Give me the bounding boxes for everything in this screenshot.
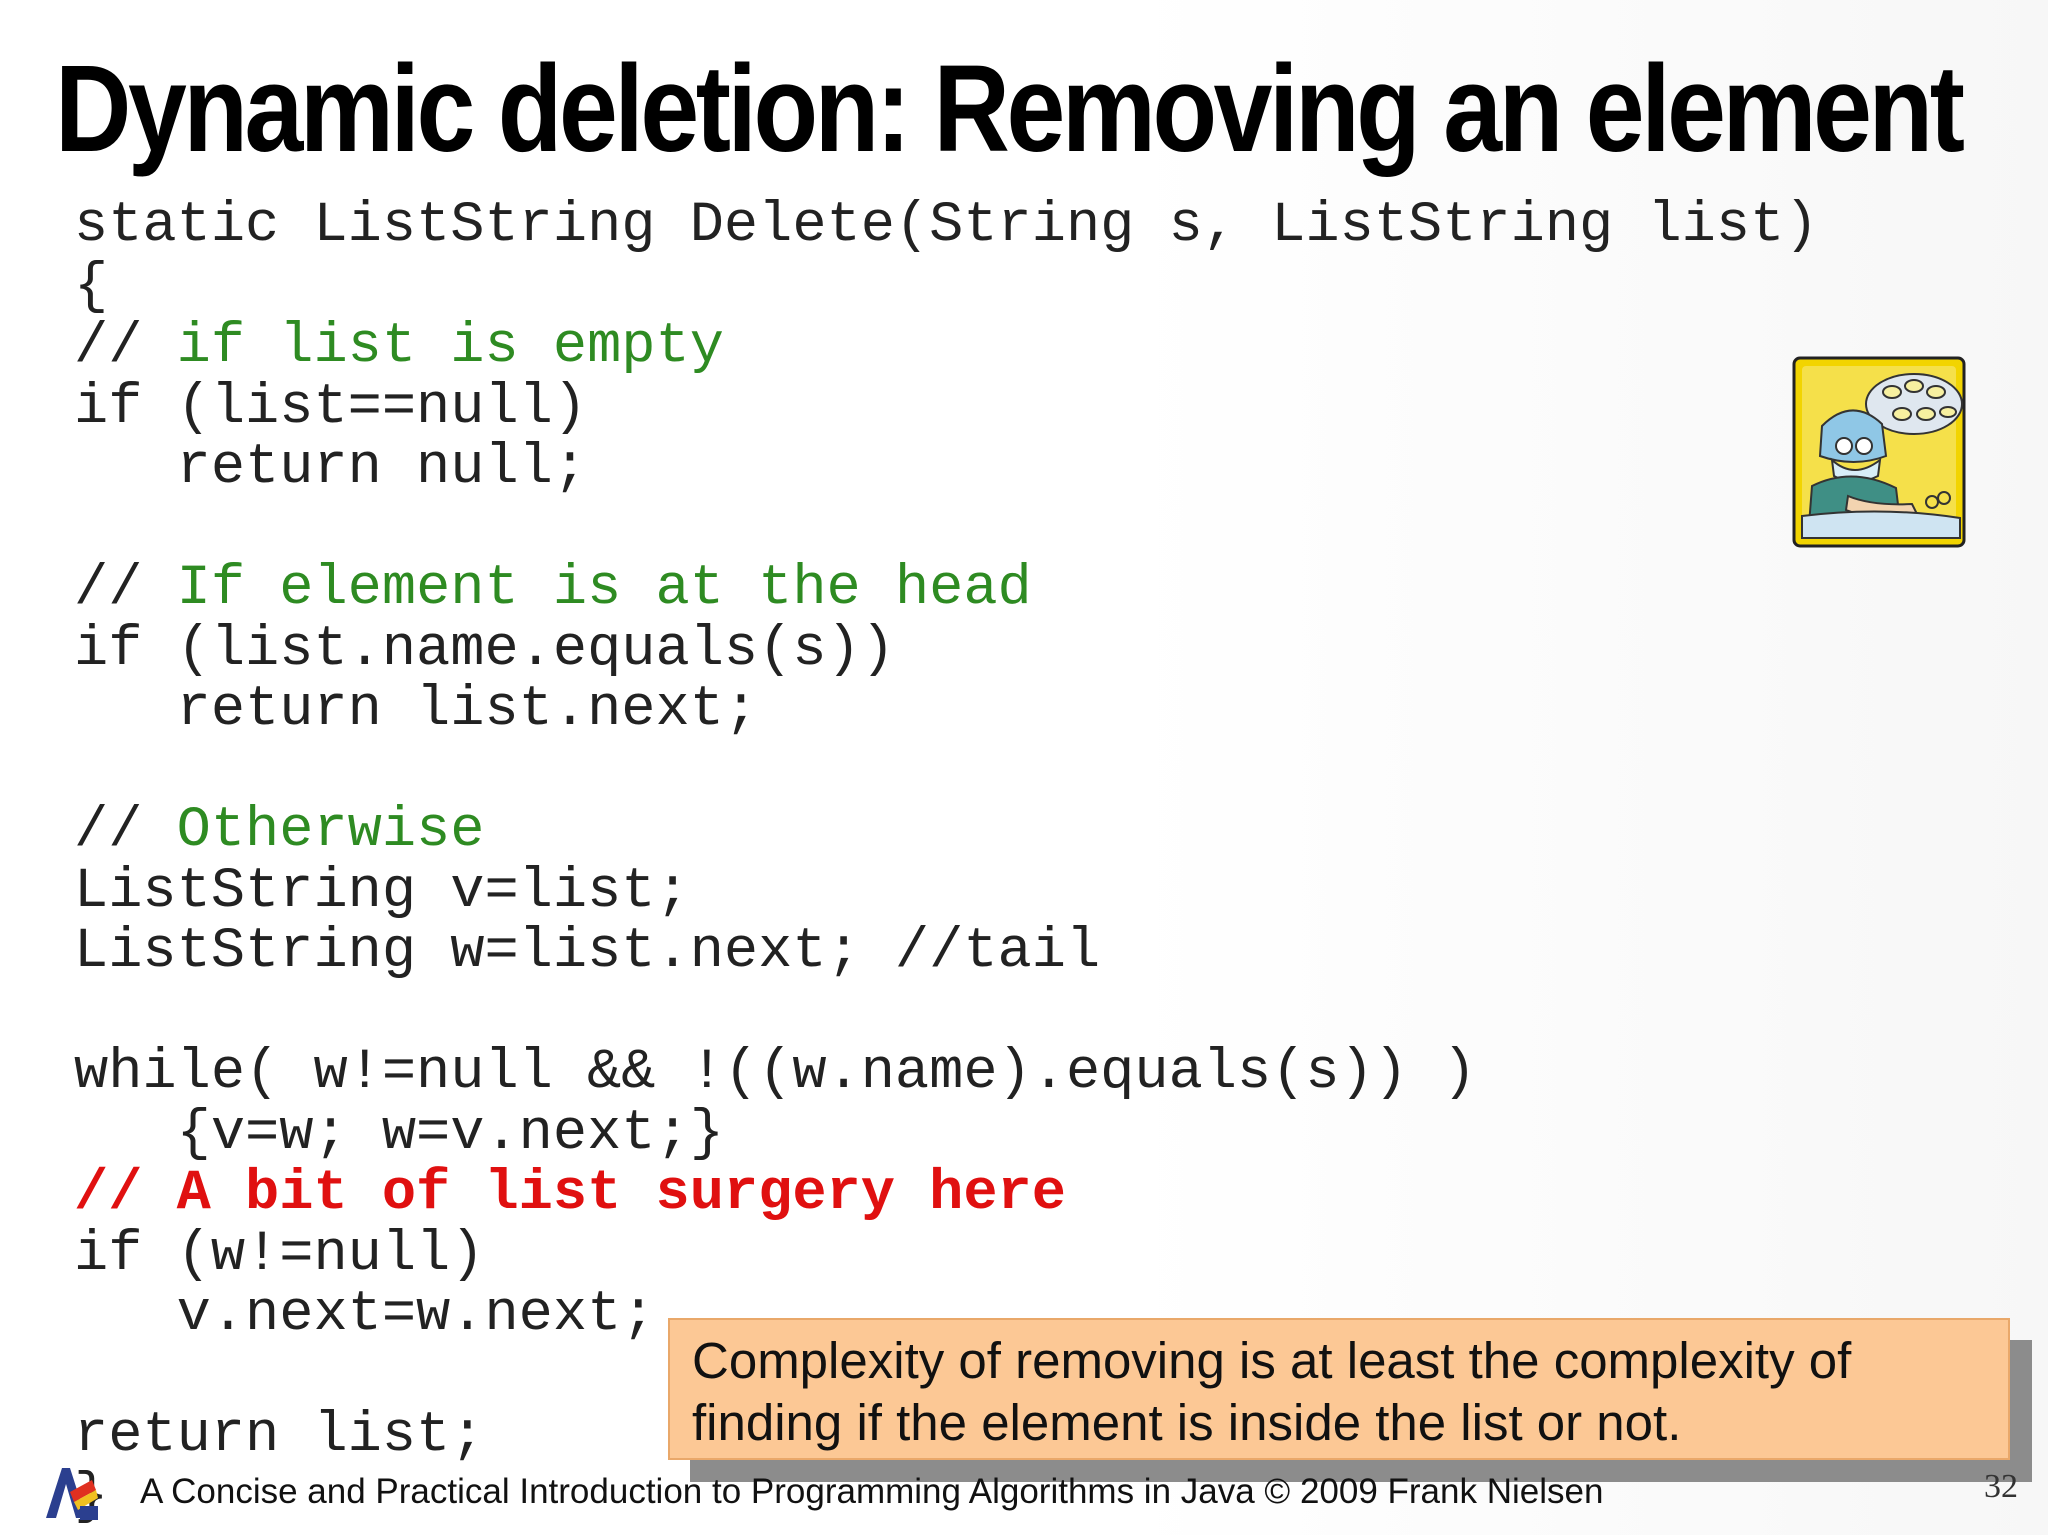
comment-text: Otherwise <box>176 799 485 863</box>
comment-marker: // <box>74 799 177 863</box>
footer-text: A Concise and Practical Introduction to … <box>140 1472 1604 1511</box>
code-line: // A bit of list surgery here <box>74 1164 1818 1225</box>
code-line <box>74 741 1818 802</box>
code-line: v.next=w.next; <box>74 1283 656 1347</box>
code-line: static ListString Delete(String s, ListS… <box>74 194 1819 258</box>
code-line <box>74 983 1818 1044</box>
comment-marker: // <box>74 315 177 379</box>
code-line: ListString w=list.next; //tail <box>74 920 1101 984</box>
code-line: return null; <box>74 436 588 500</box>
code-line: return list.next; <box>74 678 759 742</box>
code-line: while( w!=null && !((w.name).equals(s)) … <box>74 1041 1477 1105</box>
code-line: {v=w; w=v.next;} <box>74 1101 724 1166</box>
code-line: if (list==null) <box>74 375 588 440</box>
course-logo-icon <box>46 1468 98 1520</box>
highlighted-comment: // A bit of list surgery here <box>74 1162 1066 1226</box>
code-line: // if list is empty <box>74 317 1818 378</box>
callout-line-1: Complexity of removing is at least the c… <box>692 1332 1852 1389</box>
comment-marker: // <box>74 557 177 621</box>
page-number: 32 <box>1984 1468 2018 1505</box>
code-line: // Otherwise <box>74 801 1818 862</box>
code-line: if (list.name.equals(s)) <box>74 617 895 682</box>
code-line <box>74 499 1818 560</box>
complexity-callout: Complexity of removing is at least the c… <box>668 1318 2010 1460</box>
code-line: ListString v=list; <box>74 859 690 924</box>
comment-text: if list is empty <box>176 315 724 379</box>
code-line: { <box>74 254 109 319</box>
code-line: return list; <box>74 1404 485 1468</box>
code-block: static ListString Delete(String s, ListS… <box>74 196 1818 1527</box>
surgeon-clipart-icon <box>1792 356 1966 548</box>
code-line: // If element is at the head <box>74 559 1818 620</box>
code-line: if (w!=null) <box>74 1222 485 1287</box>
slide-title: Dynamic deletion: Removing an element <box>55 41 1965 178</box>
comment-text: If element is at the head <box>176 557 1032 621</box>
callout-line-2: finding if the element is inside the lis… <box>692 1394 1682 1451</box>
